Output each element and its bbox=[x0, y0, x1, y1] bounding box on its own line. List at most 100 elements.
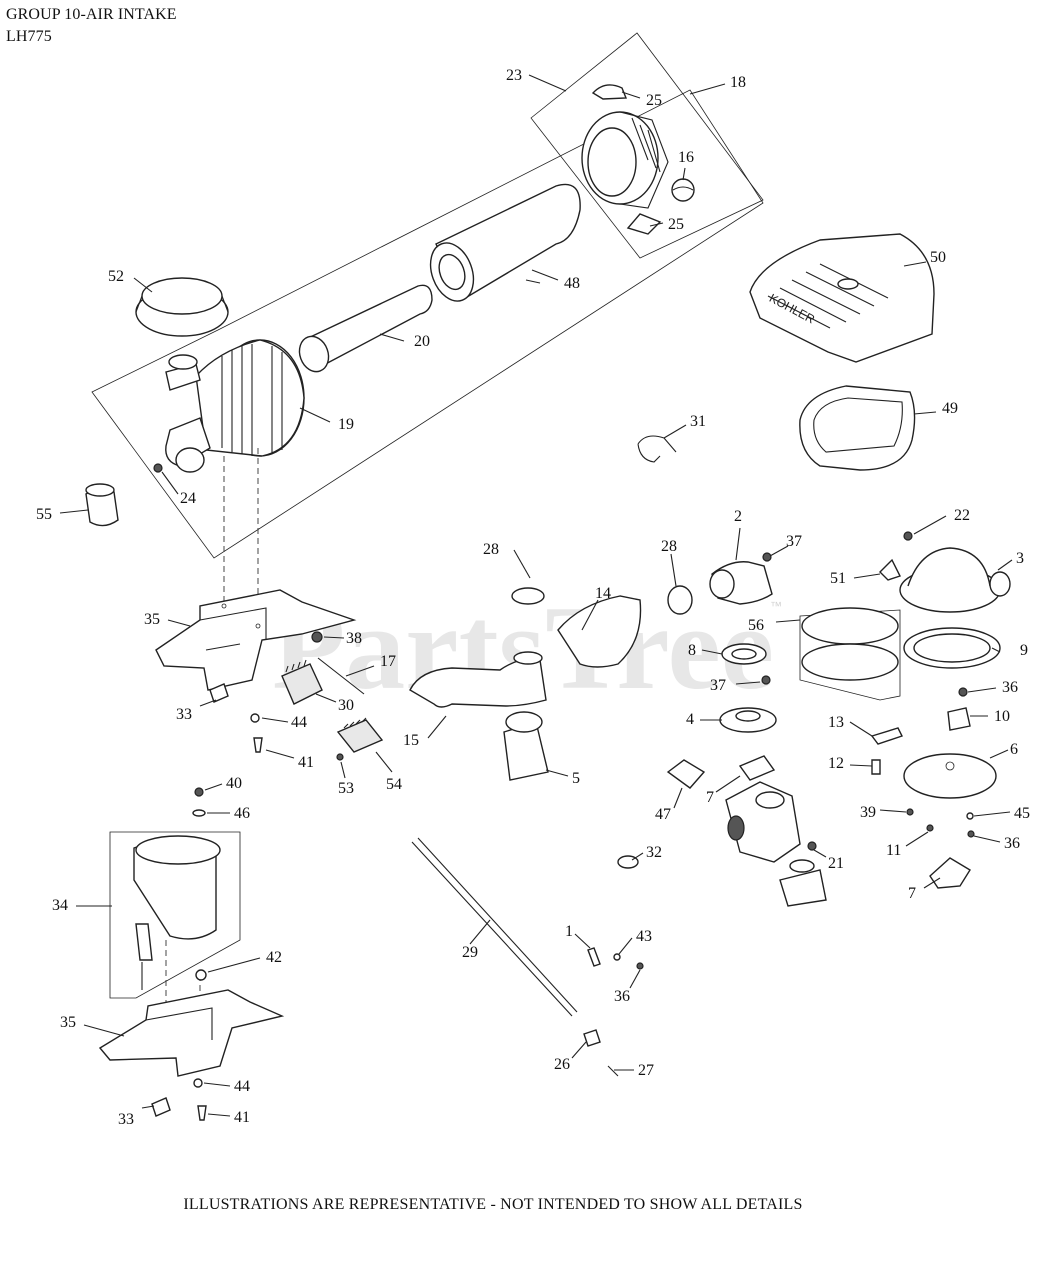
watermark-tm: ™ bbox=[770, 599, 782, 613]
callout-38: 38 bbox=[346, 630, 362, 647]
callout-56: 56 bbox=[748, 617, 764, 634]
breather-tube bbox=[411, 841, 573, 1017]
rectifier-regulator bbox=[281, 659, 323, 705]
callout-43: 43 bbox=[636, 928, 652, 945]
leader-lines bbox=[59, 74, 1013, 1117]
precleaner-cap bbox=[135, 277, 229, 337]
callout-40: 40 bbox=[226, 775, 242, 792]
callout-25-top: 25 bbox=[646, 92, 662, 109]
screw-36-lower bbox=[636, 962, 644, 970]
callout-33-upper: 33 bbox=[176, 706, 192, 723]
cover-seal bbox=[799, 385, 916, 471]
callout-37-upper: 37 bbox=[786, 533, 802, 550]
callout-10: 10 bbox=[994, 708, 1010, 725]
callout-53: 53 bbox=[338, 780, 354, 797]
gasket-8 bbox=[721, 643, 767, 665]
bracket-group-outline bbox=[109, 831, 241, 999]
callout-4: 4 bbox=[686, 711, 694, 728]
callout-45: 45 bbox=[1014, 805, 1030, 822]
callout-12: 12 bbox=[828, 755, 844, 772]
callout-44-lower: 44 bbox=[234, 1078, 250, 1095]
bracket-51 bbox=[879, 558, 901, 581]
callout-2: 2 bbox=[734, 508, 742, 525]
air-cleaner-cover bbox=[581, 111, 669, 209]
callout-7-upper: 7 bbox=[706, 789, 714, 806]
callout-47: 47 bbox=[655, 806, 671, 823]
callout-54: 54 bbox=[386, 776, 402, 793]
callout-13: 13 bbox=[828, 714, 844, 731]
callout-11: 11 bbox=[886, 842, 901, 859]
callout-42: 42 bbox=[266, 949, 282, 966]
callout-28-right: 28 bbox=[661, 538, 677, 555]
air-cleaner-housing bbox=[165, 339, 305, 473]
callout-33-lower: 33 bbox=[118, 1111, 134, 1128]
gasket-9 bbox=[903, 627, 1001, 669]
callout-19: 19 bbox=[338, 416, 354, 433]
air-cleaner-group-outline bbox=[91, 89, 764, 559]
mounting-bracket-lower bbox=[98, 989, 285, 1077]
callout-52: 52 bbox=[108, 268, 124, 285]
callout-9: 9 bbox=[1020, 642, 1028, 659]
blower-housing-bracket bbox=[133, 835, 221, 990]
bracket-10 bbox=[947, 707, 971, 731]
callout-30: 30 bbox=[338, 697, 354, 714]
housing-fitting bbox=[153, 463, 163, 473]
callout-35-upper: 35 bbox=[144, 611, 160, 628]
callout-16: 16 bbox=[678, 149, 694, 166]
gasket-56-upper bbox=[801, 607, 899, 645]
sensor-12 bbox=[871, 759, 881, 775]
callout-49: 49 bbox=[942, 400, 958, 417]
callout-22: 22 bbox=[954, 507, 970, 524]
callout-15: 15 bbox=[403, 732, 419, 749]
lock-washer-upper bbox=[250, 713, 260, 723]
screw-37-lower bbox=[761, 675, 771, 685]
fitting-13 bbox=[870, 727, 903, 745]
screw-21 bbox=[807, 841, 817, 851]
carburetor-assembly bbox=[725, 781, 801, 863]
callout-48: 48 bbox=[564, 275, 580, 292]
callout-41-lower: 41 bbox=[234, 1109, 250, 1126]
callout-1: 1 bbox=[565, 923, 573, 940]
callout-labels: 23 18 25 16 25 48 52 20 19 24 55 50 49 3… bbox=[36, 67, 1030, 1128]
breather-tube-edge bbox=[417, 837, 578, 1013]
lock-washer-lower bbox=[193, 1078, 203, 1088]
bolt-38 bbox=[311, 631, 323, 643]
hose-clamp-right bbox=[667, 585, 693, 615]
screw-53 bbox=[336, 753, 344, 761]
fitting-26 bbox=[583, 1029, 601, 1047]
callout-37-lower: 37 bbox=[710, 677, 726, 694]
callout-39: 39 bbox=[860, 804, 876, 821]
callout-5: 5 bbox=[572, 770, 580, 787]
washer-45 bbox=[966, 812, 974, 820]
screw-22 bbox=[903, 531, 913, 541]
washer-42 bbox=[195, 969, 207, 981]
callout-21: 21 bbox=[828, 855, 844, 872]
ground-wire bbox=[317, 657, 365, 695]
callout-20: 20 bbox=[414, 333, 430, 350]
callout-8: 8 bbox=[688, 642, 696, 659]
group-title: GROUP 10-AIR INTAKE bbox=[6, 6, 177, 23]
callout-51: 51 bbox=[830, 570, 846, 587]
bolt-41-upper bbox=[253, 737, 263, 753]
disclaimer-note: ILLUSTRATIONS ARE REPRESENTATIVE - NOT I… bbox=[183, 1196, 803, 1213]
screw-37-upper bbox=[762, 552, 772, 562]
callout-7-lower: 7 bbox=[908, 885, 916, 902]
gasket-56-lower bbox=[801, 643, 899, 681]
regulator-54 bbox=[336, 717, 384, 753]
throttle-body-adapter bbox=[503, 711, 549, 781]
callout-44-upper: 44 bbox=[291, 714, 307, 731]
throttle-cover bbox=[899, 547, 1011, 613]
spacer-upper bbox=[209, 683, 229, 703]
callout-34: 34 bbox=[52, 897, 68, 914]
callout-28-left: 28 bbox=[483, 541, 499, 558]
callout-24: 24 bbox=[180, 490, 196, 507]
callout-29: 29 bbox=[462, 944, 478, 961]
callout-6: 6 bbox=[1010, 741, 1018, 758]
engine-top-cover: KOHLER bbox=[749, 233, 935, 363]
washer-46 bbox=[192, 809, 206, 817]
callout-3: 3 bbox=[1016, 550, 1024, 567]
retainer-clip-bottom bbox=[626, 213, 662, 235]
carburetor-adapter bbox=[779, 859, 827, 907]
intake-hose bbox=[557, 595, 642, 668]
